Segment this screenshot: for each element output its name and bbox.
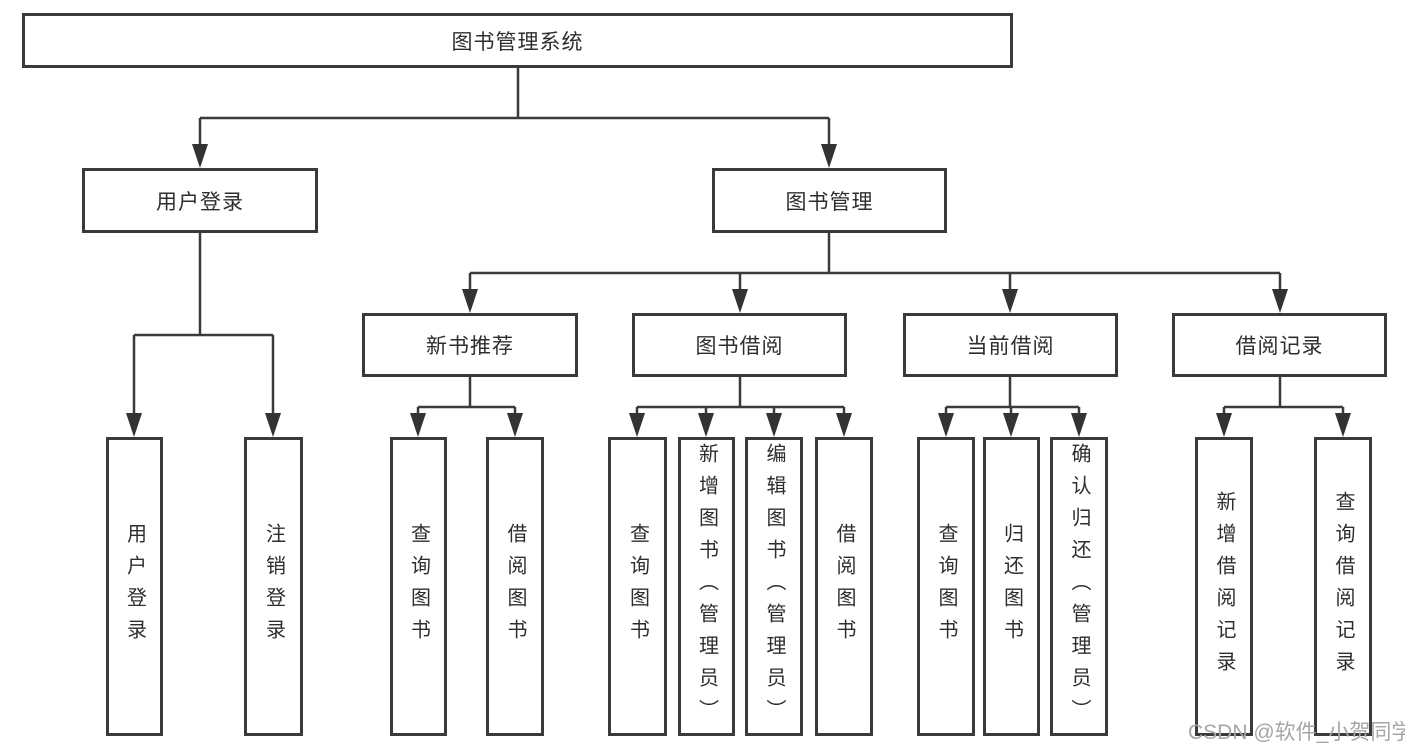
leaf-query-books-recommend: 查询图书	[390, 437, 447, 736]
leaf-label: 注销登录	[262, 522, 285, 651]
leaf-add-borrow-record: 新增借阅记录	[1195, 437, 1253, 736]
leaf-label: 新增借阅记录	[1213, 490, 1235, 683]
leaf-label: 确认归还（管理员）	[1068, 442, 1090, 731]
node-borrowing-records: 借阅记录	[1172, 313, 1387, 377]
leaf-label: 查询借阅记录	[1332, 490, 1354, 683]
node-current-borrowing: 当前借阅	[903, 313, 1118, 377]
leaf-label: 编辑图书（管理员）	[763, 442, 785, 731]
leaf-label: 新增图书（管理员）	[695, 442, 718, 731]
leaf-label: 查询图书	[407, 522, 430, 651]
leaf-query-books-borrowing: 查询图书	[608, 437, 667, 736]
leaf-query-borrow-record: 查询借阅记录	[1314, 437, 1372, 736]
arrowhead-icons	[126, 144, 1351, 437]
leaf-return-book: 归还图书	[983, 437, 1040, 736]
leaf-logout: 注销登录	[244, 437, 303, 736]
leaf-label: 归还图书	[1000, 522, 1023, 651]
leaf-label: 查询图书	[935, 522, 957, 651]
leaf-borrow-books-borrowing: 借阅图书	[815, 437, 873, 736]
leaf-user-login: 用户登录	[106, 437, 163, 736]
leaf-label: 借阅图书	[833, 522, 855, 651]
leaf-label: 借阅图书	[504, 522, 526, 651]
leaf-add-book-admin: 新增图书（管理员）	[678, 437, 735, 736]
leaf-borrow-books-recommend: 借阅图书	[486, 437, 544, 736]
leaf-query-books-current: 查询图书	[917, 437, 975, 736]
node-user-login-module: 用户登录	[82, 168, 318, 233]
node-system-root: 图书管理系统	[22, 13, 1013, 68]
leaf-label: 查询图书	[626, 522, 649, 651]
watermark: CSDN @软件_小贺同学	[1188, 721, 1405, 744]
leaf-label: 用户登录	[123, 522, 146, 651]
node-book-borrowing: 图书借阅	[632, 313, 847, 377]
node-new-book-recommend: 新书推荐	[362, 313, 578, 377]
leaf-confirm-return-admin: 确认归还（管理员）	[1050, 437, 1108, 736]
leaf-edit-book-admin: 编辑图书（管理员）	[745, 437, 803, 736]
node-book-management: 图书管理	[712, 168, 947, 233]
